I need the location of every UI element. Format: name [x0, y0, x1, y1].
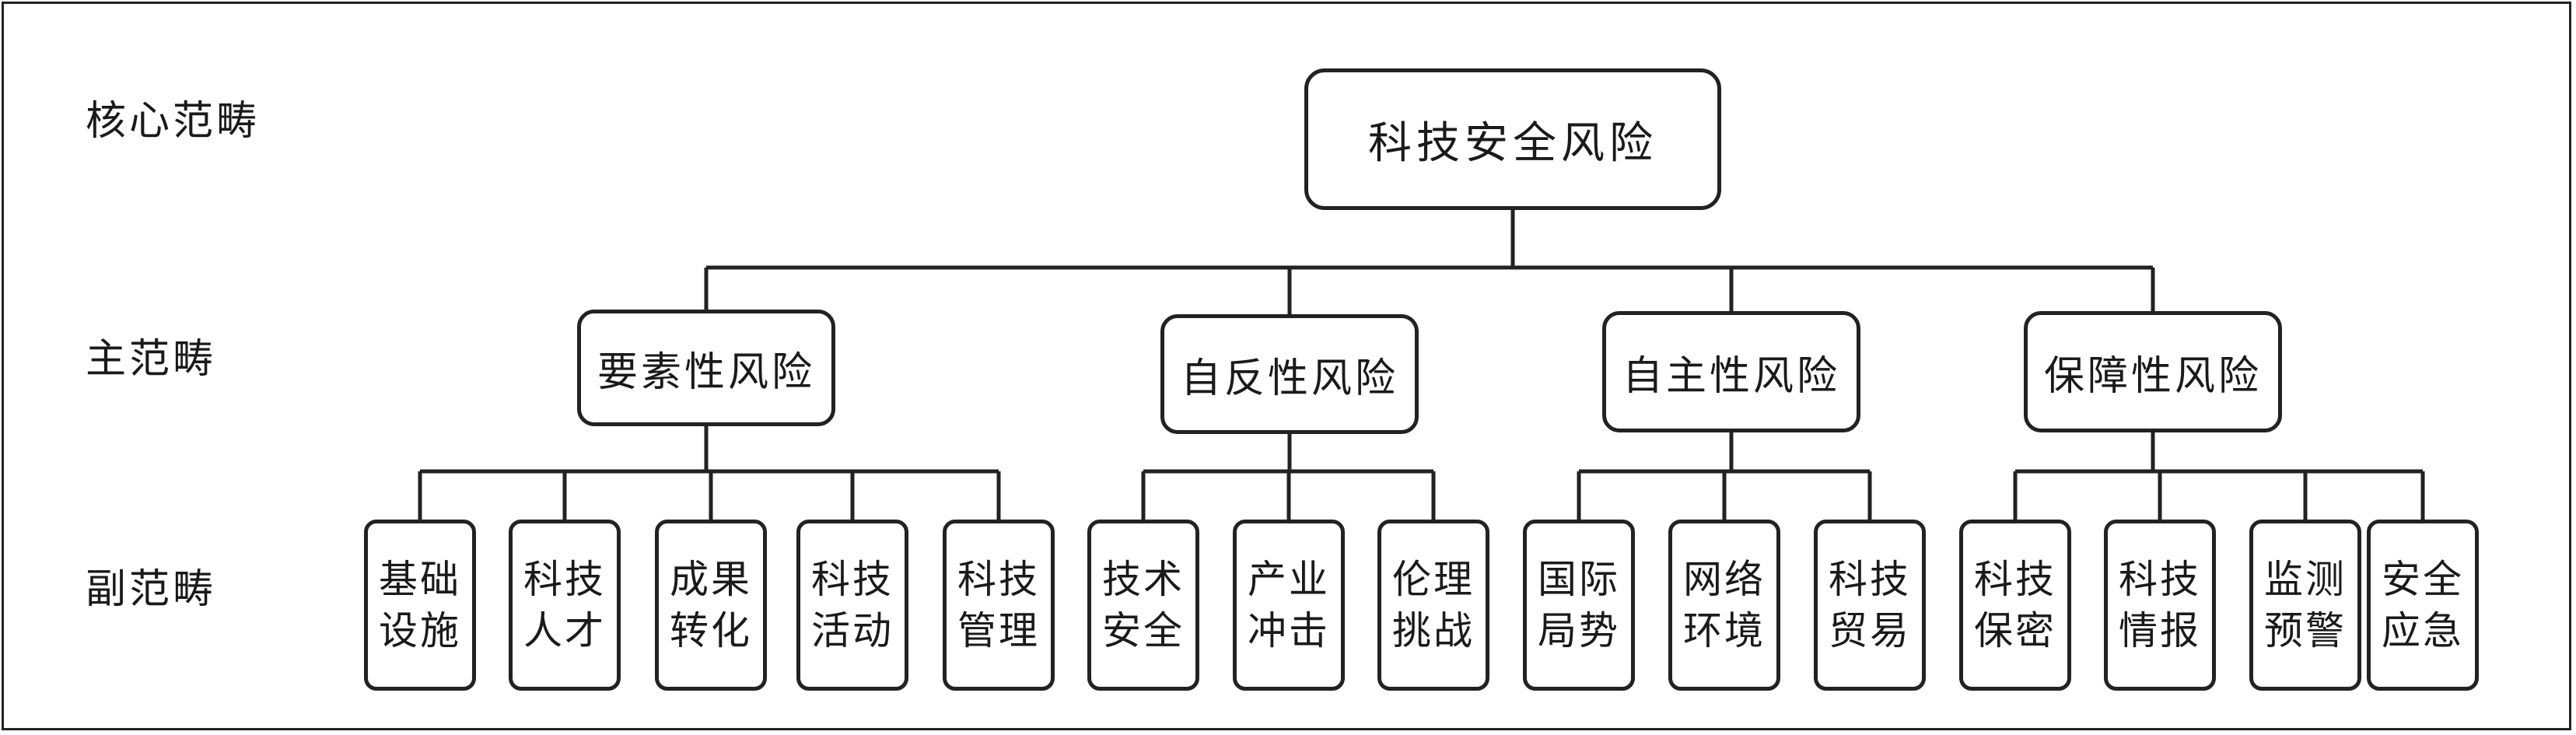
sub-category-box: 成果 转化: [655, 520, 767, 691]
core-category-box: 科技安全风险: [1304, 68, 1721, 210]
sub-category-box: 监测 预警: [2249, 520, 2361, 691]
sub-category-box: 国际 局势: [1523, 520, 1635, 691]
main-category-box: 保障性风险: [2024, 311, 2282, 432]
level-label-core: 核心范畴: [86, 98, 261, 145]
main-category-box: 要素性风险: [577, 310, 835, 426]
sub-category-box: 科技 活动: [796, 520, 908, 691]
sub-category-box: 科技 情报: [2104, 520, 2216, 691]
main-category-box: 自主性风险: [1602, 311, 1860, 432]
sub-category-box: 科技 贸易: [1814, 520, 1926, 691]
sub-category-box: 技术 安全: [1087, 520, 1199, 691]
main-category-box: 自反性风险: [1160, 314, 1419, 434]
sub-category-box: 产业 冲击: [1233, 520, 1345, 691]
sub-category-box: 伦理 挑战: [1377, 520, 1489, 691]
sub-category-box: 科技 管理: [943, 520, 1055, 691]
sub-category-box: 科技 人才: [509, 520, 621, 691]
sub-category-box: 科技 保密: [1959, 520, 2071, 691]
sub-category-box: 网络 环境: [1668, 520, 1780, 691]
level-label-sub: 副范畴: [86, 566, 217, 613]
sub-category-box: 安全 应急: [2367, 520, 2479, 691]
sub-category-box: 基础 设施: [364, 520, 476, 691]
level-label-main: 主范畴: [86, 336, 217, 383]
